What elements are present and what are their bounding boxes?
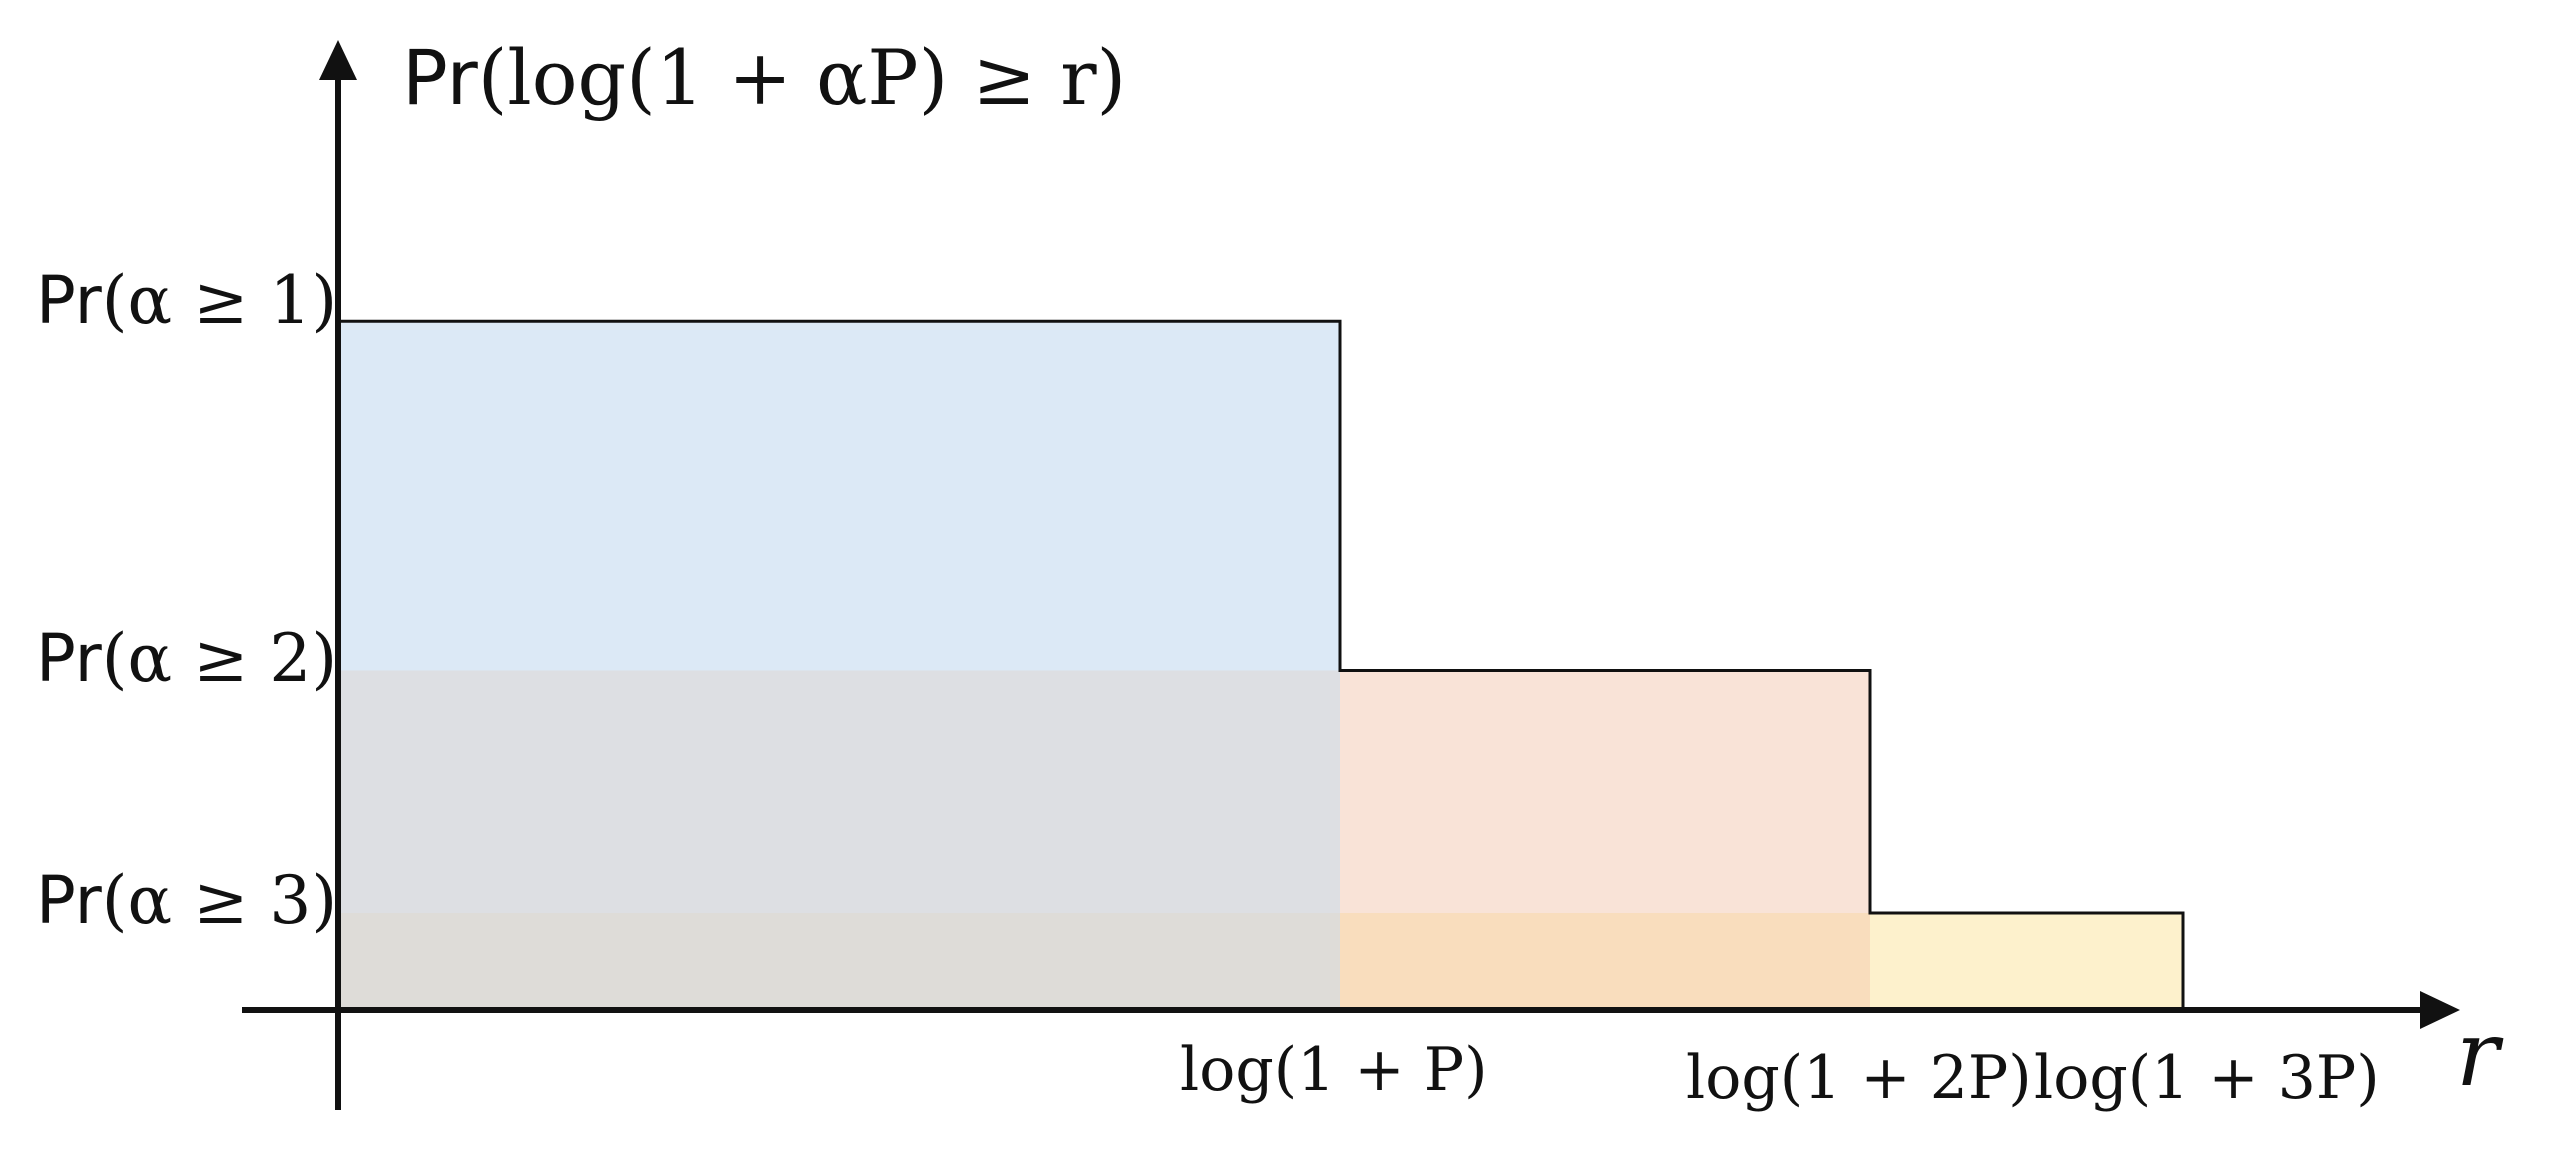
y-level-1-body: (α ≥ 1) <box>101 262 338 339</box>
x-axis-label: r <box>2456 1010 2499 1100</box>
y-level-1-prefix: Pr <box>36 262 102 339</box>
y-level-2-body: (α ≥ 2) <box>101 620 338 697</box>
region-3 <box>1870 913 2183 1010</box>
x-tick-1-text: log(1 + P) <box>1180 1035 1488 1105</box>
y-level-2-prefix: Pr <box>36 620 102 697</box>
y-level-label-1: Pr(α ≥ 1) <box>36 268 337 334</box>
x-tick-2-text: log(1 + 2P) <box>1686 1043 2032 1113</box>
step-outline-path <box>338 319 2185 1010</box>
shaded-regions <box>338 321 2183 1010</box>
x-tick-label-3: log(1 + 3P) <box>2034 1048 2380 1108</box>
region-2-top <box>1340 670 1870 913</box>
y-axis-arrow <box>319 40 357 80</box>
y-axis-title: Pr(log(1 + αP) ≥ r) <box>402 40 1126 116</box>
x-axis-label-text: r <box>2456 1002 2500 1107</box>
region-1-middle <box>338 670 1340 913</box>
x-axis-arrow <box>2420 991 2460 1029</box>
y-level-label-2: Pr(α ≥ 2) <box>36 626 337 692</box>
region-1-bottom <box>338 913 1340 1010</box>
y-level-3-body: (α ≥ 3) <box>101 862 338 939</box>
y-axis-title-body: (log(1 + αP) ≥ r) <box>477 33 1127 122</box>
axes <box>242 40 2460 1110</box>
step-outline <box>338 319 2185 1010</box>
y-axis-title-prefix: Pr <box>402 33 478 122</box>
x-tick-label-2: log(1 + 2P) <box>1686 1048 2032 1108</box>
region-1-top <box>338 321 1340 671</box>
region-2-bottom <box>1340 913 1870 1010</box>
y-level-label-3: Pr(α ≥ 3) <box>36 868 337 934</box>
x-tick-label-1: log(1 + P) <box>1180 1040 1488 1100</box>
y-level-3-prefix: Pr <box>36 862 102 939</box>
x-tick-3-text: log(1 + 3P) <box>2034 1043 2380 1113</box>
